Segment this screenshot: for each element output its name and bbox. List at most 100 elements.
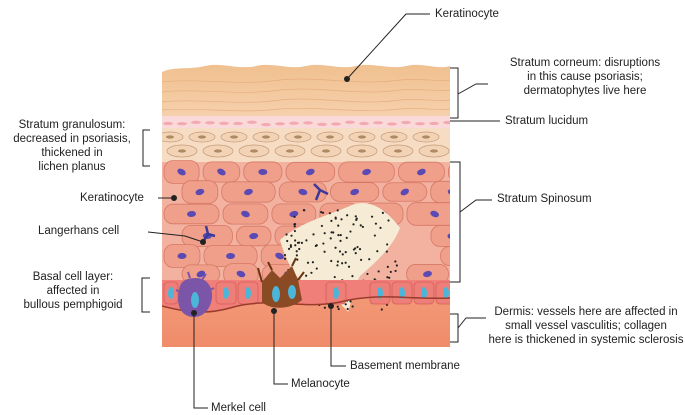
spinosum-cell <box>406 202 450 226</box>
intercellular-dot <box>295 254 298 257</box>
spinosum-cell <box>430 225 450 247</box>
granulosum-nucleus <box>294 135 302 139</box>
intercellular-dot <box>389 270 392 274</box>
lucidum-granule <box>219 121 229 125</box>
merkel-cell <box>175 271 215 318</box>
spinosum-nucleus <box>226 252 236 260</box>
basal-nucleus <box>245 287 251 299</box>
granulosum-nucleus <box>322 149 330 153</box>
spinosum-bracket <box>450 161 461 283</box>
lucidum-granule <box>177 122 187 126</box>
label-basement-membrane: Basement membrane <box>350 360 460 372</box>
label-line: bullous pemphigoid <box>23 299 123 311</box>
intercellular-dot <box>354 215 357 218</box>
intercellular-dot <box>373 278 376 281</box>
intercellular-dot <box>287 247 291 250</box>
spinosum-nucleus <box>217 168 226 176</box>
label-merkel-cell: Merkel cell <box>211 402 266 414</box>
spinosum-nucleus <box>462 252 473 261</box>
intercellular-dot <box>285 233 288 236</box>
intercellular-dot <box>386 243 389 246</box>
intercellular-dot <box>293 229 297 233</box>
label-line: decreased in psoriasis, <box>13 133 131 145</box>
lucidum-granule <box>247 120 257 124</box>
intercellular-dot <box>386 265 389 268</box>
lucidum-granule <box>275 122 285 126</box>
lucidum-granule <box>261 123 271 127</box>
spinosum-nucleus <box>423 270 432 278</box>
granulosum-nucleus <box>422 135 430 139</box>
intercellular-dot <box>376 250 379 253</box>
spinosum-nucleus <box>249 232 259 240</box>
spinosum-nucleus <box>350 188 360 196</box>
intercellular-dot <box>394 260 397 263</box>
intercellular-dot <box>380 308 383 311</box>
basal-nucleus <box>443 287 449 299</box>
intercellular-dot <box>333 275 336 279</box>
spinosum-nucleus <box>244 188 253 196</box>
intercellular-dot <box>306 261 310 264</box>
intercellular-dot <box>373 234 376 237</box>
lucidum-granule <box>443 120 450 125</box>
label-dermis: Dermis: vessels here are affected in sma… <box>488 305 684 347</box>
intercellular-dot <box>341 262 344 265</box>
basal-nucleus <box>399 287 405 299</box>
label-melanocyte: Melanocyte <box>291 378 350 390</box>
spinosum-nucleus <box>275 252 284 260</box>
intercellular-dot <box>323 250 326 253</box>
spinosum-nucleus <box>196 270 206 278</box>
dermis-bracket <box>450 313 459 343</box>
lucidum-granule <box>233 121 243 126</box>
intercellular-dot <box>356 245 359 249</box>
spinosum-nucleus <box>241 210 250 218</box>
corneum-bracket <box>450 67 459 119</box>
intercellular-dot <box>332 231 335 234</box>
intercellular-dot <box>322 242 325 245</box>
lucidum-granule <box>289 121 299 125</box>
intercellular-dot <box>361 225 364 228</box>
intercellular-dot <box>294 244 297 247</box>
intercellular-dot <box>295 250 298 253</box>
intercellular-dot <box>338 250 342 253</box>
basal-nucleus <box>168 287 174 299</box>
intercellular-dot <box>337 224 340 227</box>
spinosum-nucleus <box>400 188 410 196</box>
pointer-dots <box>171 76 350 316</box>
intercellular-dot <box>359 224 362 227</box>
intercellular-dot <box>311 261 315 264</box>
intercellular-dot <box>336 305 339 308</box>
intercellular-dot <box>377 270 380 273</box>
intercellular-dot <box>345 236 348 240</box>
granulosum-cells <box>162 131 450 158</box>
intercellular-dot <box>305 274 308 277</box>
layer-brackets <box>141 67 461 343</box>
spinosum-nucleus <box>177 168 186 176</box>
spinosum-nucleus <box>417 168 426 176</box>
intercellular-dot <box>321 211 325 214</box>
intercellular-dot <box>349 300 352 303</box>
intercellular-dot <box>283 257 287 260</box>
intercellular-dot <box>387 219 390 222</box>
langerhans-cell <box>201 183 329 243</box>
intercellular-dot <box>289 244 292 247</box>
intercellular-dot <box>354 252 357 255</box>
label-stratum-lucidum: Stratum lucidum <box>505 115 589 127</box>
basal-bracket <box>141 277 150 313</box>
intercellular-dot <box>315 267 318 270</box>
stratum-corneum-layer <box>162 64 450 118</box>
intercellular-dot <box>315 244 318 247</box>
intercellular-dot <box>366 272 369 276</box>
label-line: Basal cell layer: <box>32 271 114 283</box>
spinosum-cell <box>440 246 450 266</box>
intercellular-dot <box>379 226 382 229</box>
intercellular-dot <box>386 276 389 279</box>
spinosum-nucleus <box>236 270 246 278</box>
granulosum-nucleus <box>230 135 238 139</box>
intercellular-dot <box>328 212 331 215</box>
granulosum-nucleus <box>214 149 222 153</box>
intercellular-dot <box>339 239 342 242</box>
spinosum-nucleus <box>187 210 197 218</box>
granulosum-nucleus <box>286 149 294 153</box>
intercellular-dot <box>290 234 293 237</box>
intercellular-dot <box>286 239 289 243</box>
